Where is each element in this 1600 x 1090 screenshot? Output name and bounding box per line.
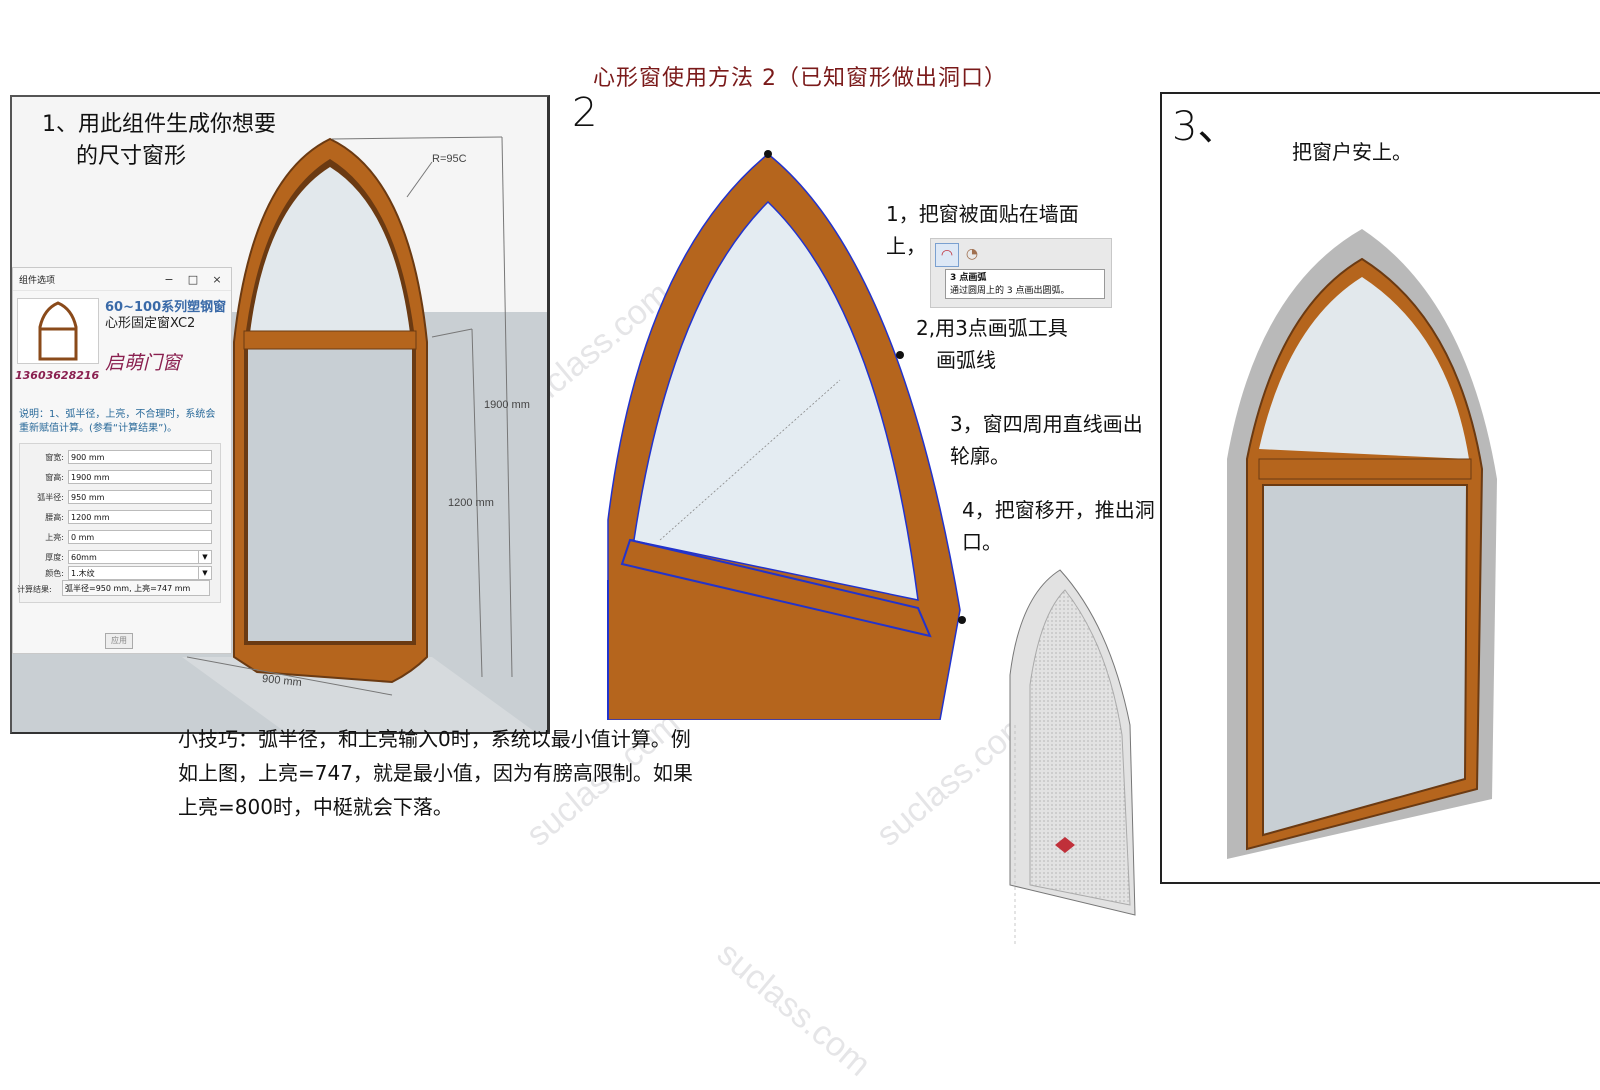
chevron-down-icon[interactable]: ▼ xyxy=(198,567,211,579)
field-label: 窗宽: xyxy=(45,452,64,462)
close-button[interactable]: × xyxy=(212,272,222,286)
step-2-3-text: 3，窗四周用直线画出 轮廓。 xyxy=(950,408,1143,472)
minimize-button[interactable]: − xyxy=(164,272,174,286)
tip-line1: 小技巧：弧半径，和上亮输入0时，系统以最小值计算。例 xyxy=(178,727,691,751)
field-label: 颜色: xyxy=(45,568,64,578)
tooltip-description: 通过圆周上的 3 点画出圆弧。 xyxy=(950,286,1070,296)
installed-window-illustration xyxy=(1227,229,1497,859)
color-select[interactable]: 1.木纹 ▼ xyxy=(68,566,212,580)
field-row-radius: 弧半径: 950 mm xyxy=(20,488,220,506)
wall-opening-illustration xyxy=(1009,569,1136,945)
panel-step-3 xyxy=(1160,92,1600,884)
window-thumbnail xyxy=(17,298,99,364)
thickness-select[interactable]: 60mm ▼ xyxy=(68,550,212,564)
brand-logo: 启萌门窗 xyxy=(105,352,182,374)
width-input[interactable]: 900 mm xyxy=(68,450,212,464)
sill-height-dimension: 1200 mm xyxy=(448,497,494,509)
field-label: 腰高: xyxy=(45,512,64,522)
step-2-2-line1: 2,用3点画弧工具 xyxy=(916,316,1068,340)
apply-button[interactable]: 应用 xyxy=(105,633,133,649)
chevron-down-icon[interactable]: ▼ xyxy=(198,551,211,563)
field-label: 上亮: xyxy=(45,532,64,542)
pie-arc-icon[interactable]: ◔ xyxy=(965,246,979,262)
field-row-transom: 上亮: 0 mm xyxy=(20,528,220,546)
calc-result-label: 计算结果: xyxy=(17,585,52,594)
radius-dimension: R=95C xyxy=(432,153,467,165)
step-number-3: 3、 xyxy=(1172,104,1238,150)
step-2-2-line2: 画弧线 xyxy=(936,348,996,372)
watermark: suclass.com xyxy=(709,934,878,1084)
step-2-1-line1: 1，把窗被面贴在墙面 xyxy=(886,202,1079,226)
height-input[interactable]: 1900 mm xyxy=(68,470,212,484)
tooltip-box: 3 点画弧 通过圆周上的 3 点画出圆弧。 xyxy=(945,269,1105,299)
three-point-arc-icon[interactable]: ◠ xyxy=(935,243,959,267)
step-2-3-line2: 轮廓。 xyxy=(950,444,1010,468)
three-point-arc-tooltip: ◠ ◔ 3 点画弧 通过圆周上的 3 点画出圆弧。 xyxy=(930,238,1112,308)
panel-step-1: 1、用此组件生成你想要 的尺寸窗形 R=95C 1900 mm 1200 mm … xyxy=(10,95,550,734)
step-3-caption: 把窗户安上。 xyxy=(1292,140,1412,164)
field-row-width: 窗宽: 900 mm xyxy=(20,448,220,466)
step-2-3-line1: 3，窗四周用直线画出 xyxy=(950,412,1143,436)
step-1-heading-line1: 1、用此组件生成你想要 xyxy=(42,112,276,137)
step-2-4-line1: 4，把窗移开，推出洞 xyxy=(962,498,1155,522)
step-2-1-text: 1，把窗被面贴在墙面 上， xyxy=(886,198,1079,262)
total-height-dimension: 1900 mm xyxy=(484,399,530,411)
transom-input[interactable]: 0 mm xyxy=(68,530,212,544)
calc-result-value: 弧半径=950 mm, 上亮=747 mm xyxy=(62,580,210,596)
product-series: 60~100系列塑钢窗 xyxy=(105,300,227,315)
field-row-thickness: 厚度: 60mm ▼ xyxy=(20,548,220,566)
field-row-color: 颜色: 1.木纹 ▼ xyxy=(20,564,220,582)
dialog-titlebar: 组件选项 − □ × xyxy=(13,268,231,291)
waist-height-input[interactable]: 1200 mm xyxy=(68,510,212,524)
field-label: 厚度: xyxy=(45,552,64,562)
color-value: 1.木纹 xyxy=(71,569,95,578)
step-2-2-text: 2,用3点画弧工具 画弧线 xyxy=(916,312,1068,376)
dialog-note: 说明：1、弧半径，上亮，不合理时，系统会重新赋值计算。(参看“计算结果”)。 xyxy=(19,409,216,434)
component-options-dialog: 组件选项 − □ × 60~100系列塑钢窗 心形固定窗XC2 启萌门窗 136… xyxy=(12,267,232,654)
tooltip-title: 3 点画弧 xyxy=(950,273,987,283)
step-2-4-text: 4，把窗移开，推出洞 口。 xyxy=(962,494,1155,558)
tip-line2: 如上图，上亮=747，就是最小值，因为有膀高限制。如果 xyxy=(178,761,693,785)
tip-paragraph: 小技巧：弧半径，和上亮输入0时，系统以最小值计算。例 如上图，上亮=747，就是… xyxy=(178,722,818,824)
field-label: 弧半径: xyxy=(37,492,64,502)
field-row-waist: 腰高: 1200 mm xyxy=(20,508,220,526)
step-1-heading: 1、用此组件生成你想要 的尺寸窗形 xyxy=(42,109,276,173)
tip-line3: 上亮=800时，中梃就会下落。 xyxy=(178,795,453,819)
dialog-title: 组件选项 xyxy=(19,275,56,286)
field-row-height: 窗高: 1900 mm xyxy=(20,468,220,486)
page-title: 心形窗使用方法 2（已知窗形做出洞口） xyxy=(593,66,1007,91)
step-2-4-line2: 口。 xyxy=(962,530,1002,554)
field-label: 窗高: xyxy=(45,472,64,482)
phone-number: 13603628216 xyxy=(15,369,100,382)
options-fields: 窗宽: 900 mm 窗高: 1900 mm 弧半径: 950 mm 腰高: 1… xyxy=(19,443,221,603)
step-number-2: 2 xyxy=(572,90,598,136)
step-2-1-line2: 上， xyxy=(886,234,926,258)
step-1-heading-line2: 的尺寸窗形 xyxy=(76,144,187,169)
window-edge-illustration xyxy=(607,150,966,720)
thickness-value: 60mm xyxy=(71,553,97,562)
product-model: 心形固定窗XC2 xyxy=(105,316,196,331)
radius-input[interactable]: 950 mm xyxy=(68,490,212,504)
maximize-button[interactable]: □ xyxy=(187,272,199,286)
